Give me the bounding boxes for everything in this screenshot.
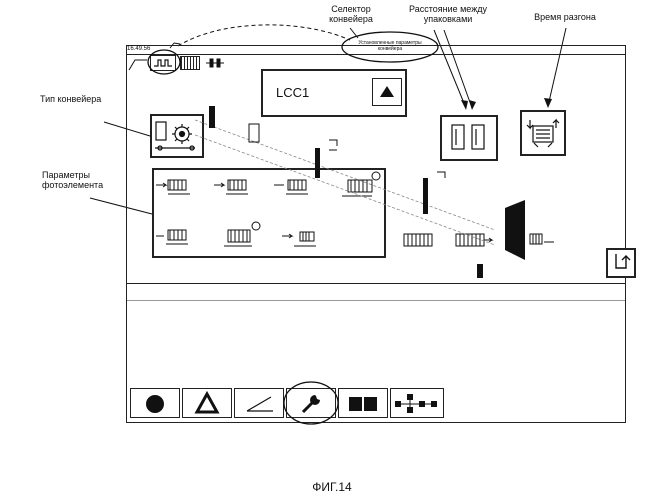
ramp-time-box[interactable] [520, 110, 566, 156]
flow-network-icon [391, 389, 443, 417]
toolbar-angle-button[interactable] [234, 388, 284, 418]
network-tab-icon[interactable] [204, 56, 226, 70]
installed-params-label: Установленные параметры конвейера [346, 40, 434, 52]
wrench-highlight-oval [282, 380, 340, 426]
grid-tab[interactable] [180, 56, 200, 70]
return-arrow-icon [608, 250, 634, 276]
selector-oval [146, 48, 182, 76]
content-divider [127, 283, 625, 284]
toolbar-warning-button[interactable] [182, 388, 232, 418]
circle-icon [131, 389, 179, 417]
angle-icon [235, 389, 283, 417]
book-icon [339, 389, 387, 417]
conveyor-id: LCC1 [276, 85, 346, 100]
toolbar-book-button[interactable] [338, 388, 388, 418]
return-button[interactable] [606, 248, 636, 278]
figure-caption: ФИГ.14 [0, 480, 664, 494]
photocell-option-5 [156, 230, 188, 244]
photocell-option-1 [156, 180, 190, 194]
toolbar-network-button[interactable] [390, 388, 444, 418]
triangle-warning-icon [183, 389, 231, 417]
selector-dashed-arc [178, 25, 350, 46]
sensor-diagonal [195, 100, 525, 280]
secondary-divider [127, 300, 625, 301]
motor-ramp-icon [522, 112, 564, 154]
toolbar-circle-button[interactable] [130, 388, 180, 418]
